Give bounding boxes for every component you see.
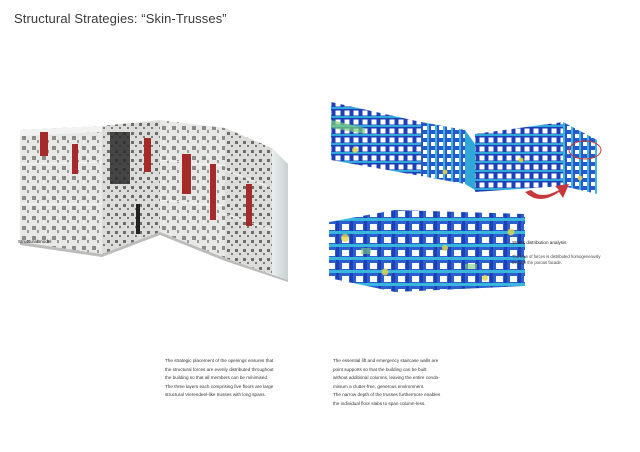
text-column-right: The essential lift and emergency stairca…: [333, 357, 493, 409]
text-line: The essential lift and emergency stairca…: [333, 358, 439, 363]
text-line: The three layers each comprising five fl…: [165, 383, 274, 389]
stress-distribution-image-top: [331, 102, 602, 199]
text-line: structural Vierendeel-like trusses with …: [165, 392, 266, 398]
text-line: the structural forces are evenly distrib…: [165, 366, 274, 372]
text-line: The narrow depth of the trusses furtherm…: [333, 392, 441, 398]
text-column-left: The strategic placement of the openings …: [165, 357, 325, 400]
stress-caption: Stress distribution analysis: [512, 240, 567, 245]
text-line: the building so that all members can be …: [165, 375, 269, 381]
structural-model-caption: Structural model: [18, 239, 52, 244]
text-line: The strategic placement of the openings …: [165, 358, 274, 363]
text-line: the individual floor slabs to span colum…: [333, 400, 426, 406]
stress-note-line: The flow of forces is distributed homoge…: [512, 254, 601, 259]
text-line: minium a clutter-free, generous environm…: [333, 383, 425, 389]
stress-distribution-image-bottom: [329, 210, 525, 292]
text-line: point supports so that the building can …: [333, 366, 427, 372]
text-line: without additional columns, leaving the …: [333, 375, 440, 381]
page-title: Structural Strategies: “Skin-Trusses”: [14, 11, 227, 26]
stress-note: The flow of forces is distributed homoge…: [512, 254, 600, 267]
stress-note-line: through the porous facade.: [512, 260, 563, 266]
structural-model-image: [19, 120, 288, 282]
